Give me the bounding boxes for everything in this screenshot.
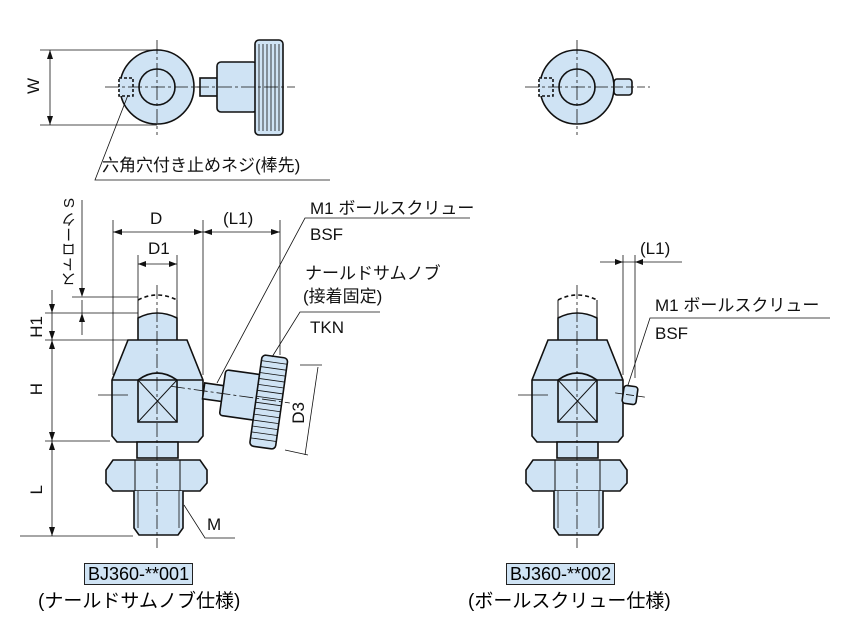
dim-L: L bbox=[27, 485, 46, 495]
dim-D3: D3 bbox=[289, 402, 308, 424]
knurled-knob-label: ナールドサムノブ bbox=[305, 264, 441, 283]
dim-L1: (L1) bbox=[223, 209, 254, 228]
hex-socket-set-screw-label: 六角穴付き止めネジ(棒先) bbox=[102, 156, 301, 175]
top-view-ball-screw-model bbox=[524, 39, 650, 136]
bsf-label: BSF bbox=[310, 225, 344, 244]
top-view-knob-model bbox=[40, 39, 330, 181]
dim-D: D bbox=[150, 209, 163, 228]
dim-H1: H1 bbox=[27, 316, 46, 338]
bonded-label: (接着固定) bbox=[303, 287, 383, 306]
right-dim-L1: (L1) bbox=[640, 239, 671, 258]
right-m1-ball-screw-label: M1 ボールスクリュー bbox=[655, 296, 820, 315]
model-code-002: BJ360-**002 bbox=[506, 563, 616, 585]
dim-stroke-S: ストローク S bbox=[61, 198, 78, 288]
model-caption-001: (ナールドサムノブ仕様) bbox=[38, 591, 241, 612]
model-caption-002: (ボールスクリュー仕様) bbox=[468, 591, 671, 612]
right-bsf-label: BSF bbox=[655, 324, 689, 343]
side-view-ball-screw-model bbox=[517, 255, 830, 549]
m1-ball-screw-label: M1 ボールスクリュー bbox=[310, 199, 475, 218]
tkn-label: TKN bbox=[310, 318, 344, 337]
side-view-knob-model bbox=[20, 200, 470, 549]
dim-D1: D1 bbox=[148, 239, 170, 258]
model-code-001: BJ360-**001 bbox=[84, 563, 194, 585]
dim-W: W bbox=[24, 78, 43, 95]
dim-H: H bbox=[27, 383, 46, 396]
dim-M: M bbox=[207, 515, 222, 534]
